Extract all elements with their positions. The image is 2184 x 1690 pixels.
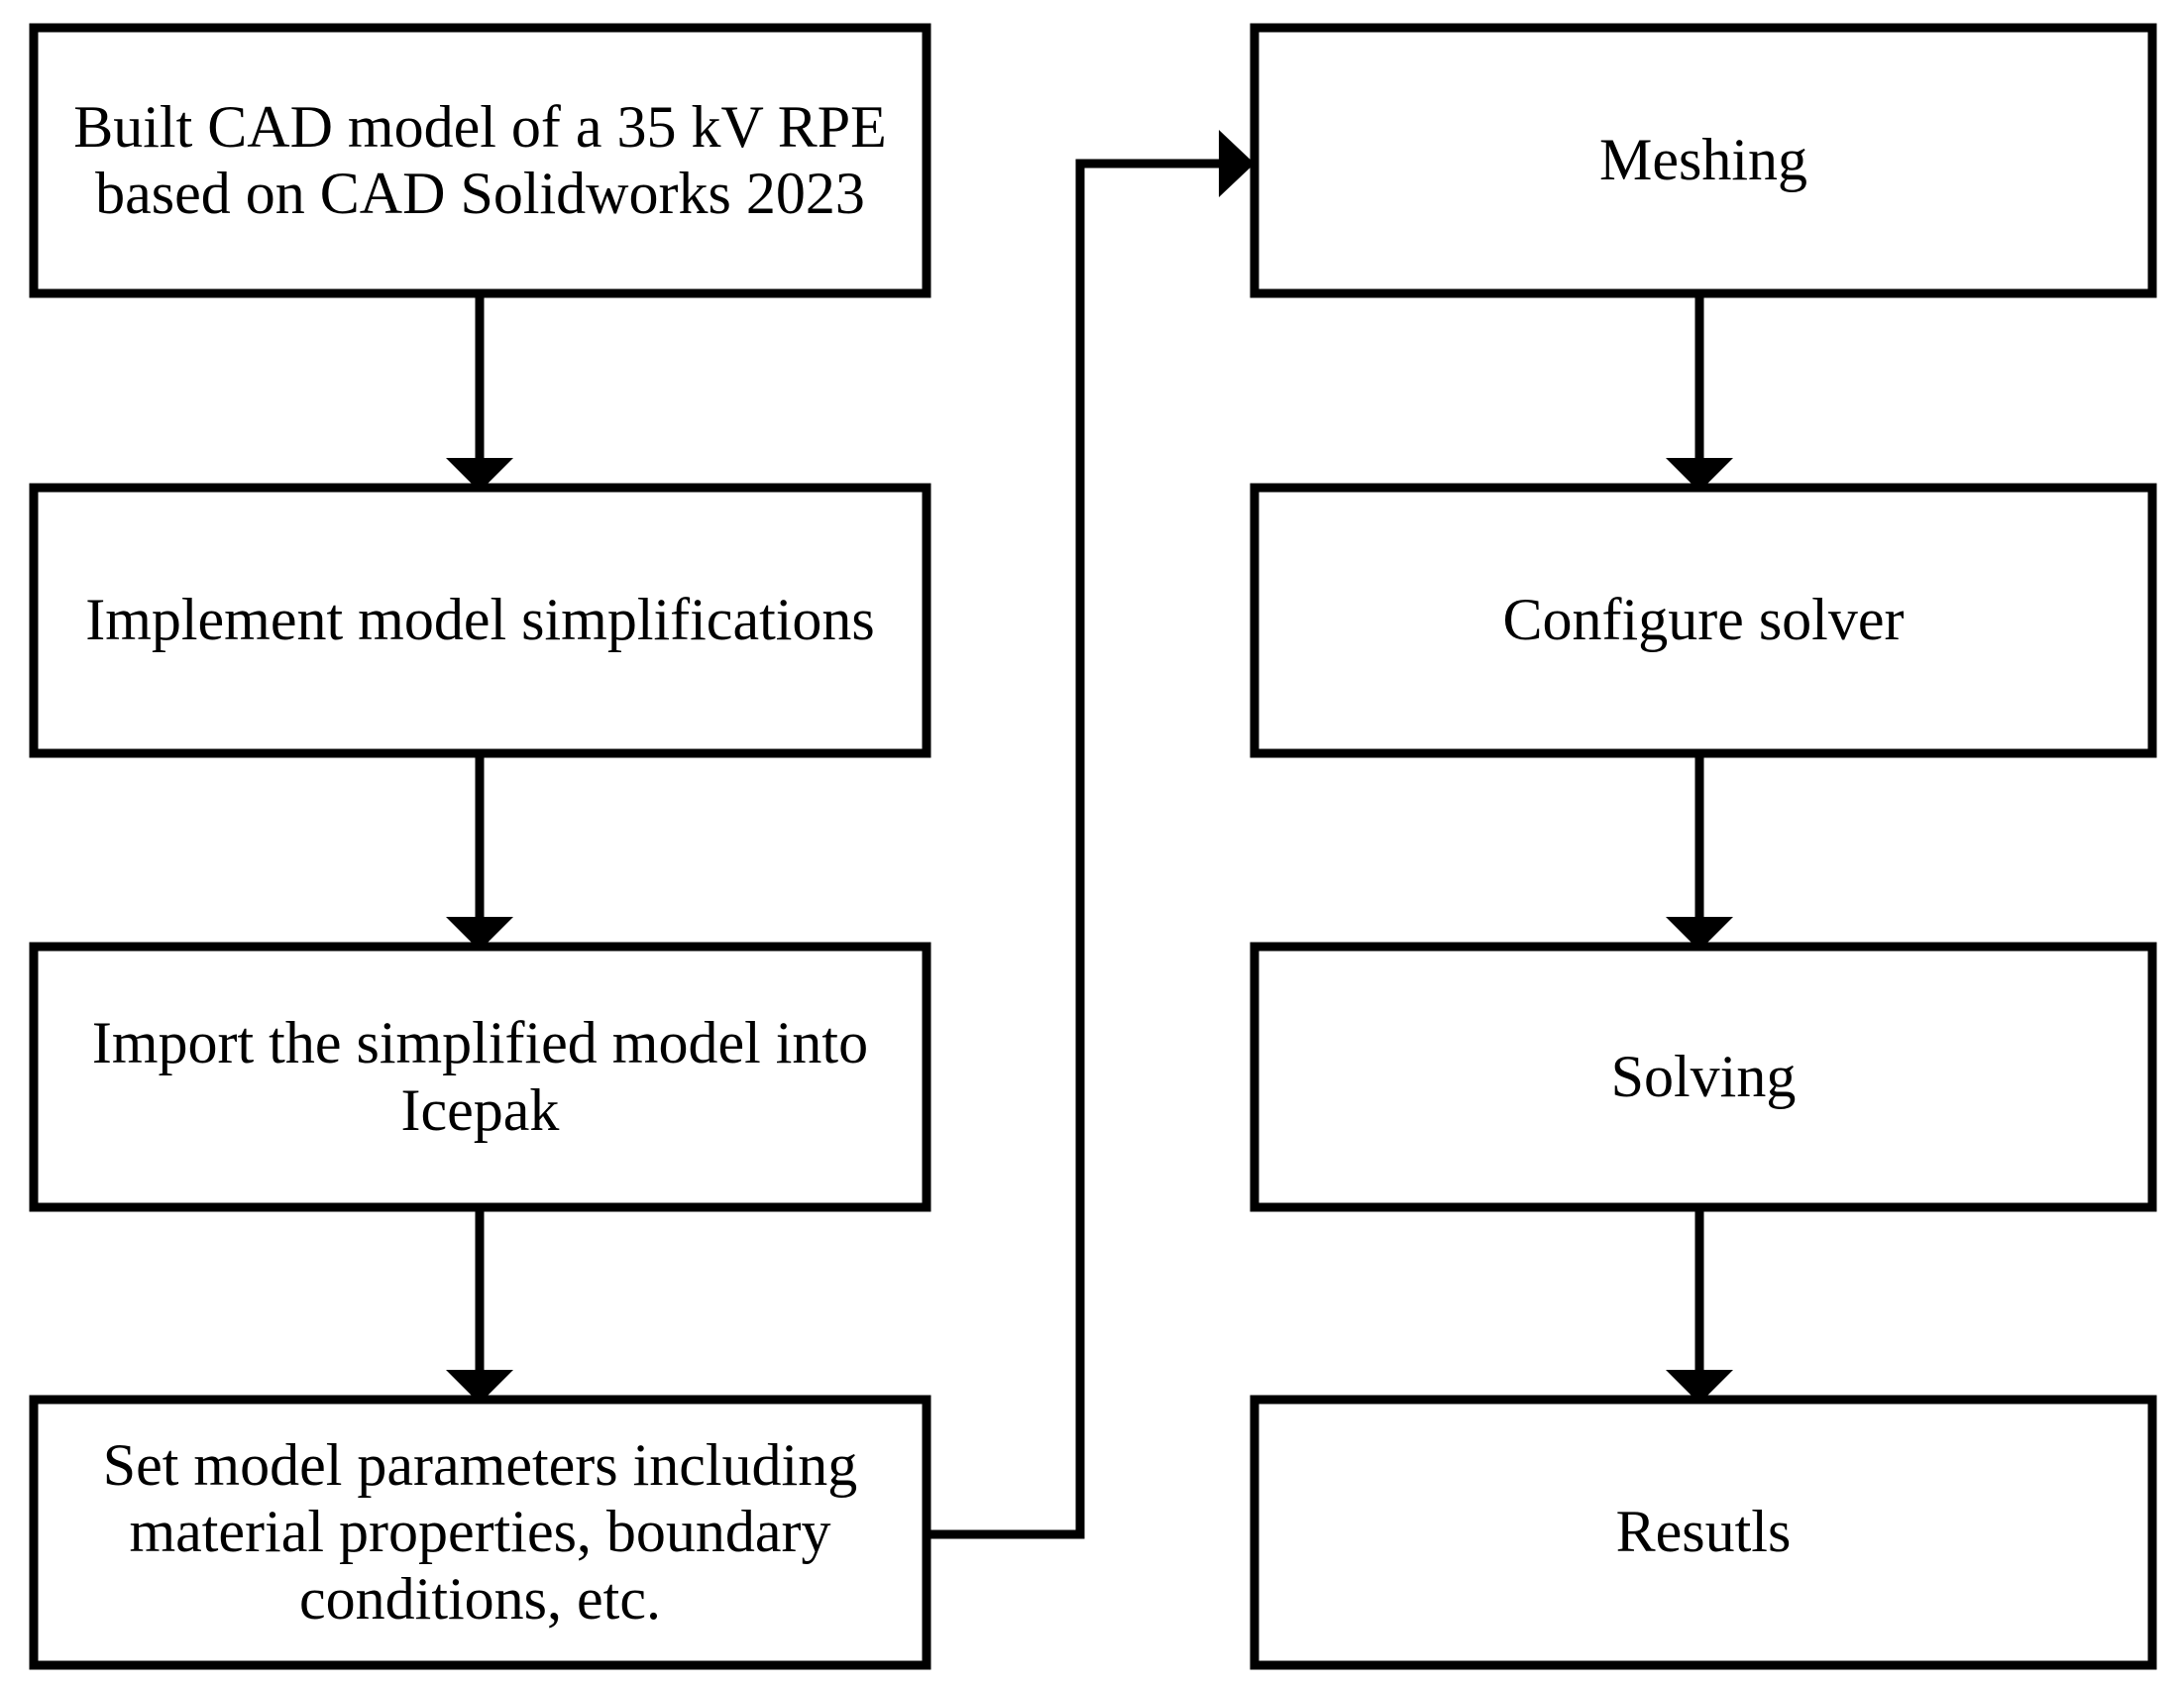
node-box-import-icepak[interactable] [29,942,931,1212]
node-box-meshing[interactable] [1250,23,2157,298]
node-box-solving[interactable] [1250,942,2157,1212]
arrow-head-icon [1219,130,1255,197]
node-box-simplifications[interactable] [29,483,931,758]
arrow-head-icon [1666,917,1733,951]
node-box-results[interactable] [1250,1395,2157,1670]
arrow-head-icon [446,1370,513,1404]
arrow-head-icon [446,917,513,951]
node-box-set-parameters[interactable] [29,1395,931,1670]
edge-import-icepak-to-set-parameters [446,1207,513,1404]
node-box-cad-model[interactable] [29,23,931,298]
edge-meshing-to-configure-solver [1666,293,1733,492]
edge-solving-to-results [1666,1207,1733,1404]
arrow-head-icon [1666,1370,1733,1404]
edge-simplifications-to-import-icepak [446,753,513,951]
edge-configure-solver-to-solving [1666,753,1733,951]
node-box-configure-solver[interactable] [1250,483,2157,758]
edge-cad-model-to-simplifications [446,293,513,492]
arrow-head-icon [446,458,513,492]
edge-set-parameters-to-meshing [927,130,1255,1539]
arrow-head-icon [1666,458,1733,492]
